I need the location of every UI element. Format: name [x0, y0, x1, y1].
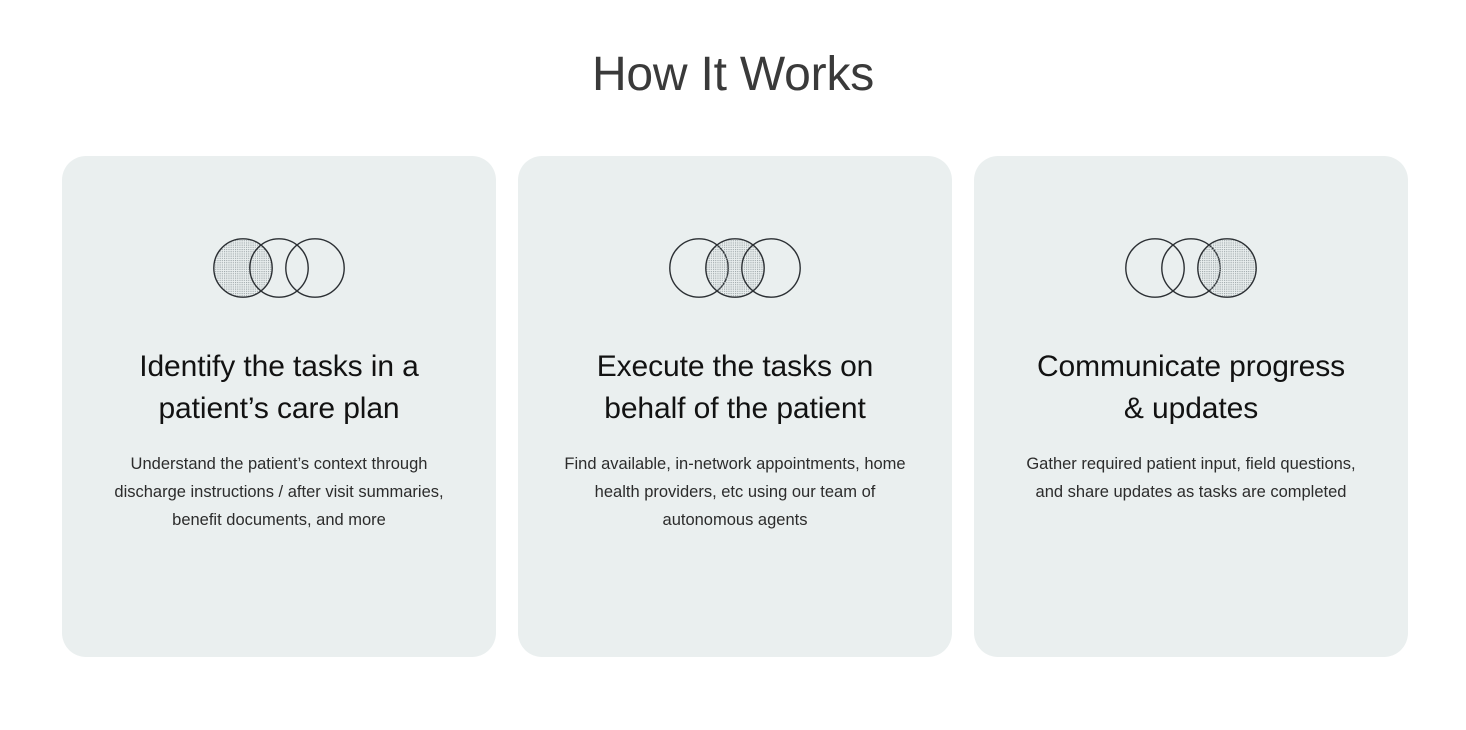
- three-overlapping-circles-middle-filled-icon: [669, 238, 801, 298]
- card-title: Execute the tasks on behalf of the patie…: [596, 350, 874, 425]
- step-card-identify[interactable]: Identify the tasks in a patient’s care p…: [62, 156, 496, 657]
- step-card-communicate[interactable]: Communicate progress & updates Gather re…: [974, 156, 1408, 657]
- card-body: Gather required patient input, field que…: [1026, 455, 1356, 501]
- card-body: Find available, in-network appointments,…: [564, 455, 906, 529]
- steps-card-row: Identify the tasks in a patient’s care p…: [62, 156, 1408, 657]
- three-overlapping-circles-first-filled-icon: [213, 238, 345, 298]
- page-title: How It Works: [591, 48, 875, 101]
- card-title: Identify the tasks in a patient’s care p…: [139, 350, 419, 425]
- three-overlapping-circles-last-filled-icon: [1125, 238, 1257, 298]
- step-card-execute[interactable]: Execute the tasks on behalf of the patie…: [518, 156, 952, 657]
- card-body: Understand the patient’s context through…: [114, 455, 444, 529]
- card-title: Communicate progress & updates: [1036, 350, 1346, 425]
